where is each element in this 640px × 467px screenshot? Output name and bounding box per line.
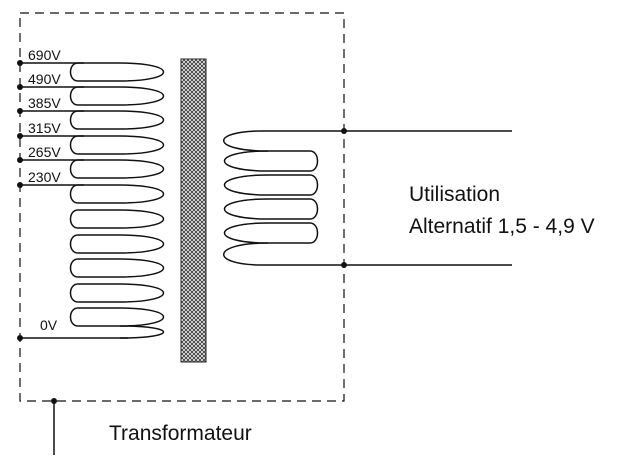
- primary-tap-terminal: [17, 182, 23, 188]
- enclosure-dashed-box: [19, 12, 345, 402]
- primary-tap-label: 230V: [28, 169, 61, 185]
- secondary-top-terminal: [341, 128, 347, 134]
- primary-coil-loop: [69, 209, 165, 229]
- iron-core: [180, 58, 207, 363]
- utilisation-label: Utilisation: [409, 183, 500, 206]
- primary-tap-terminal: [17, 157, 23, 163]
- secondary-bottom-terminal: [341, 262, 347, 268]
- primary-tap-label: 315V: [28, 120, 61, 136]
- primary-coil-loop: [69, 184, 165, 204]
- primary-coil-loop: [69, 159, 165, 179]
- primary-tap-terminal: [17, 84, 23, 90]
- secondary-winding: [223, 130, 319, 266]
- transformateur-label: Transformateur: [109, 422, 252, 445]
- primary-coil-loop: [69, 135, 165, 155]
- primary-tap-label: 265V: [28, 144, 61, 160]
- primary-tap-terminal: [17, 133, 23, 139]
- secondary-coil-loop: [223, 222, 319, 244]
- primary-coil-loop: [69, 62, 165, 82]
- zero-volt-label: 0V: [40, 317, 58, 333]
- primary-coil-loop: [69, 110, 165, 130]
- zero-volt-terminal: [17, 335, 23, 341]
- secondary-coil-loop: [223, 174, 319, 196]
- primary-tap-label: 385V: [28, 95, 61, 111]
- alternatif-range-label: Alternatif 1,5 - 4,9 V: [409, 215, 595, 238]
- secondary-coil-loop: [223, 198, 319, 220]
- primary-tap-label: 490V: [28, 71, 61, 87]
- primary-tap-terminal: [17, 108, 23, 114]
- secondary-coil-top-turn: [223, 130, 269, 152]
- secondary-coil-bottom-turn: [223, 242, 269, 266]
- primary-coil-bottom-turn: [119, 325, 165, 339]
- primary-coil-loop: [69, 307, 165, 327]
- primary-coil-loop: [69, 86, 165, 106]
- primary-tap-terminal: [17, 60, 23, 66]
- primary-coil-loop: [69, 234, 165, 254]
- primary-coil-loop: [69, 283, 165, 303]
- primary-tap-label: 690V: [28, 47, 61, 63]
- secondary-coil-loop: [223, 150, 319, 172]
- primary-taps: 690V 490V 385V 315V 265V 230V: [17, 47, 84, 188]
- primary-coil-loop: [69, 258, 165, 278]
- primary-winding: [69, 62, 165, 339]
